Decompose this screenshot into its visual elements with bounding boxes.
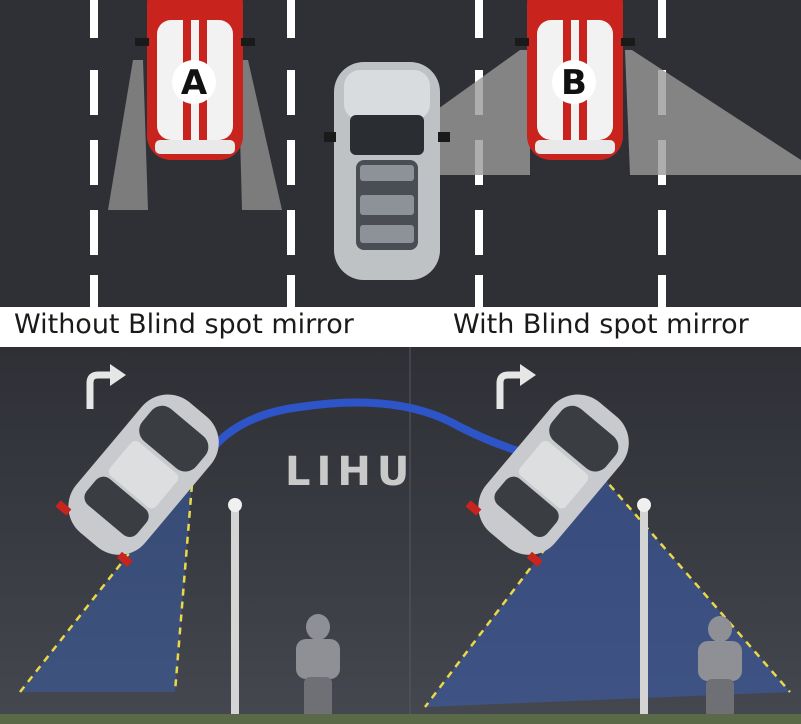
turning-scene: LIHU xyxy=(0,347,801,724)
turning-car-left xyxy=(55,394,219,567)
ground-strip xyxy=(0,714,801,724)
turning-scene-drawing: LIHU xyxy=(0,347,801,724)
car-b xyxy=(515,0,635,160)
car-b-label: B xyxy=(561,63,587,103)
overhead-lane-view: A B xyxy=(0,0,801,307)
caption-with-mirror: With Blind spot mirror xyxy=(453,309,749,340)
caption-without-mirror: Without Blind spot mirror xyxy=(14,309,354,340)
street-lamp-right xyxy=(637,498,651,724)
car-a xyxy=(135,0,255,160)
narrow-view-zone-left xyxy=(108,60,148,210)
caption-band: Without Blind spot mirror With Blind spo… xyxy=(0,307,801,347)
turn-right-arrow-icon xyxy=(86,371,112,409)
motorcyclist-right xyxy=(698,616,742,724)
turn-right-arrow-icon-head xyxy=(520,364,536,386)
narrow-view-zone-right xyxy=(238,60,282,210)
car-a-label: A xyxy=(181,63,208,103)
wide-view-zone-right xyxy=(625,50,801,175)
logo-swoosh xyxy=(191,398,574,481)
street-lamp-left xyxy=(228,498,242,724)
motorcyclist-left xyxy=(296,614,340,724)
sight-lines xyxy=(19,471,791,708)
overhead-lane-drawing: A B xyxy=(90,0,801,307)
brand-logo: LIHU xyxy=(285,449,415,495)
turning-car-right xyxy=(465,394,629,567)
turn-right-arrow-icon-head xyxy=(110,364,126,386)
silver-car-middle-lane xyxy=(324,62,450,280)
turn-right-arrow-icon xyxy=(496,371,522,409)
